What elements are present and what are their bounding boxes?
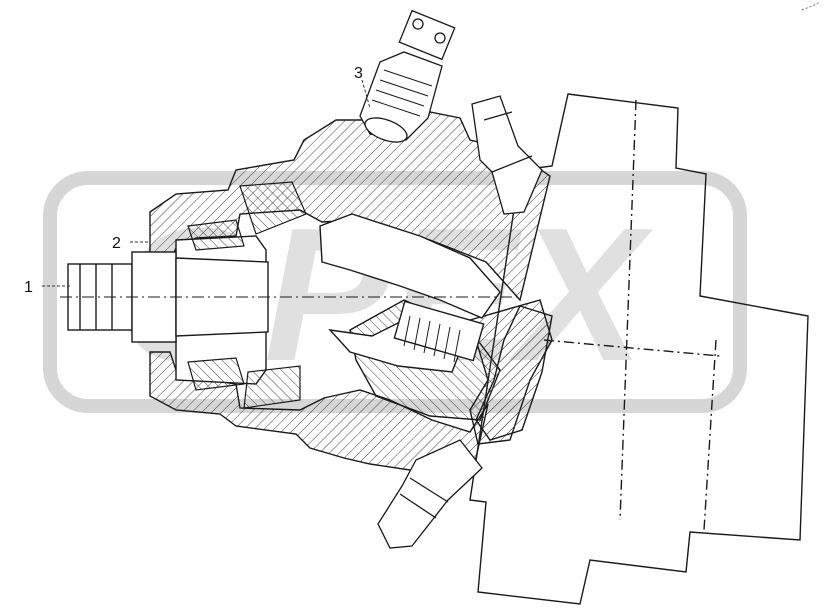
- top-adjuster: [359, 9, 456, 143]
- callout-3: 3: [354, 65, 363, 82]
- right-top-fitting: [471, 95, 543, 215]
- leader-lines: [42, 79, 371, 287]
- callout-2: 2: [112, 235, 121, 252]
- bottom-fitting: [377, 439, 483, 549]
- bearings: [187, 181, 307, 409]
- corner-mark: [801, 1, 821, 11]
- drive-shaft: [60, 251, 520, 343]
- valve-plate: [475, 305, 553, 441]
- callout-1: 1: [24, 279, 33, 296]
